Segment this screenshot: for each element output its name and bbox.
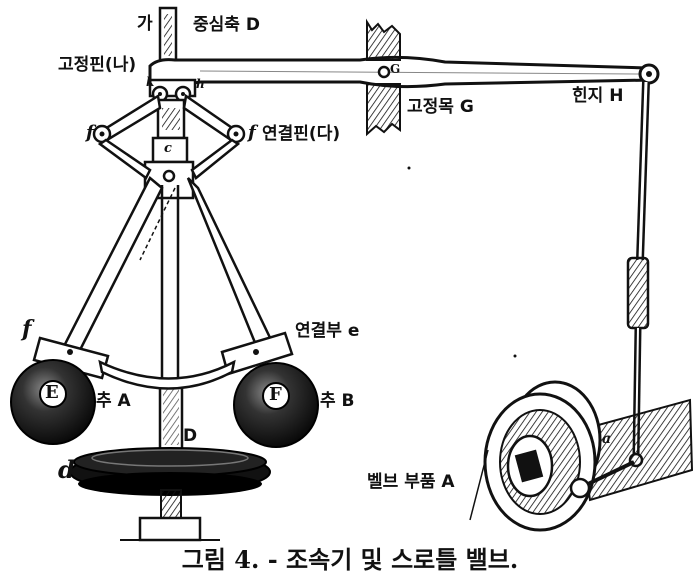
throttle-valve [469, 380, 694, 532]
governor-arms [60, 176, 276, 356]
letter-f-left-arm: f [22, 316, 32, 342]
letter-k: k [146, 75, 155, 89]
letter-h: h [196, 77, 205, 91]
weight-ball-right [233, 362, 319, 448]
letter-ball-left: E [45, 382, 59, 403]
speck [513, 354, 517, 358]
pulley-d [69, 447, 271, 496]
top-spindle [158, 6, 178, 64]
weight-ball-left [10, 359, 96, 445]
letter-ball-right: F [269, 384, 282, 405]
label-fixed-pin: 고정핀(나) [58, 55, 137, 75]
label-weight-b: 추 B [320, 391, 355, 411]
label-ga: 가 [137, 14, 153, 34]
label-center-shaft: 중심축 D [193, 15, 260, 35]
label-valve-part: 벨브 부품 A [367, 472, 455, 492]
label-link-pin: 연결핀(다) [262, 124, 341, 144]
lever-beam [148, 55, 655, 89]
label-fixed-block: 고정목 G [407, 97, 474, 117]
lower-shaft [120, 489, 220, 542]
connector-left [32, 336, 110, 380]
label-hinge: 힌지 H [572, 86, 624, 106]
letter-c: c [164, 141, 172, 156]
speck [407, 166, 411, 170]
fixed-block-g [366, 18, 401, 137]
throttle-rod [626, 81, 650, 468]
letter-f-right-top: f [248, 122, 256, 143]
crossbar [98, 359, 236, 390]
label-connector: 연결부 e [295, 321, 360, 341]
upper-links [92, 93, 246, 180]
label-weight-a: 추 A [96, 391, 131, 411]
letter-f-left-top: f [86, 122, 94, 143]
hinge-h [638, 63, 660, 85]
letter-g: G [390, 62, 401, 76]
figure-caption: 그림 4. - 조속기 및 스로틀 밸브. [181, 545, 519, 574]
letter-a: a [602, 431, 612, 447]
letter-d-pulley: d [58, 455, 75, 484]
label-shaft-d: D [183, 426, 198, 446]
